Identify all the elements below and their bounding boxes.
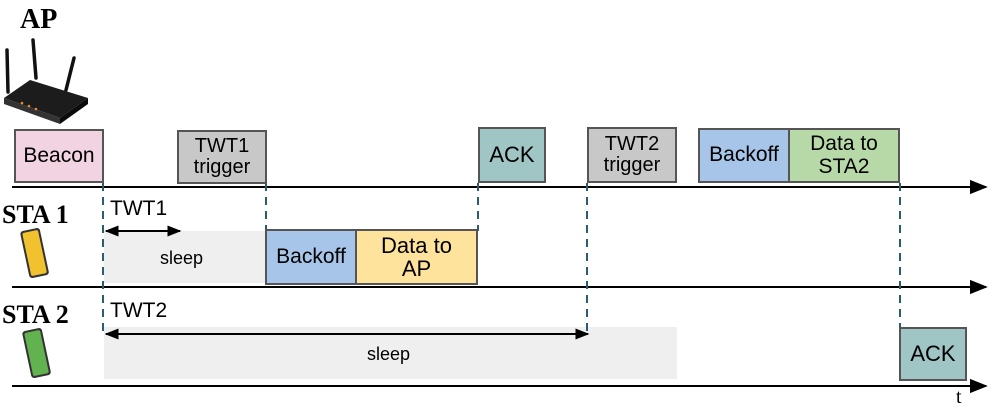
beacon-frame: Beacon [14, 129, 104, 183]
ack-frame-ap: ACK [478, 127, 546, 183]
dashed-guides [102, 183, 901, 336]
twt2-label: TWT2 [110, 299, 168, 322]
phone-yellow-icon [20, 228, 49, 279]
data-to-sta2-frame: Data to STA2 [788, 128, 900, 183]
sta2-sleep-label: sleep [367, 344, 411, 364]
sta2-label: STA 2 [2, 300, 69, 329]
backoff-frame-sta1: Backoff [265, 229, 357, 285]
backoff-frame-ap: Backoff [698, 128, 790, 183]
sta1-sleep-label: sleep [160, 248, 204, 268]
ap-label: AP [20, 4, 58, 35]
data-to-ap-frame: Data to AP [355, 229, 478, 285]
phone-green-icon [22, 328, 51, 379]
sta1-sleep-region [104, 231, 266, 283]
twt1-trigger-frame: TWT1 trigger [177, 130, 267, 184]
twt2-trigger-frame: TWT2 trigger [587, 127, 677, 183]
time-axis-label: t [956, 386, 962, 408]
twt1-label: TWT1 [110, 197, 168, 220]
sta1-label: STA 1 [2, 200, 69, 229]
wifi-router-icon [4, 38, 88, 124]
ack-frame-sta2: ACK [899, 327, 967, 381]
